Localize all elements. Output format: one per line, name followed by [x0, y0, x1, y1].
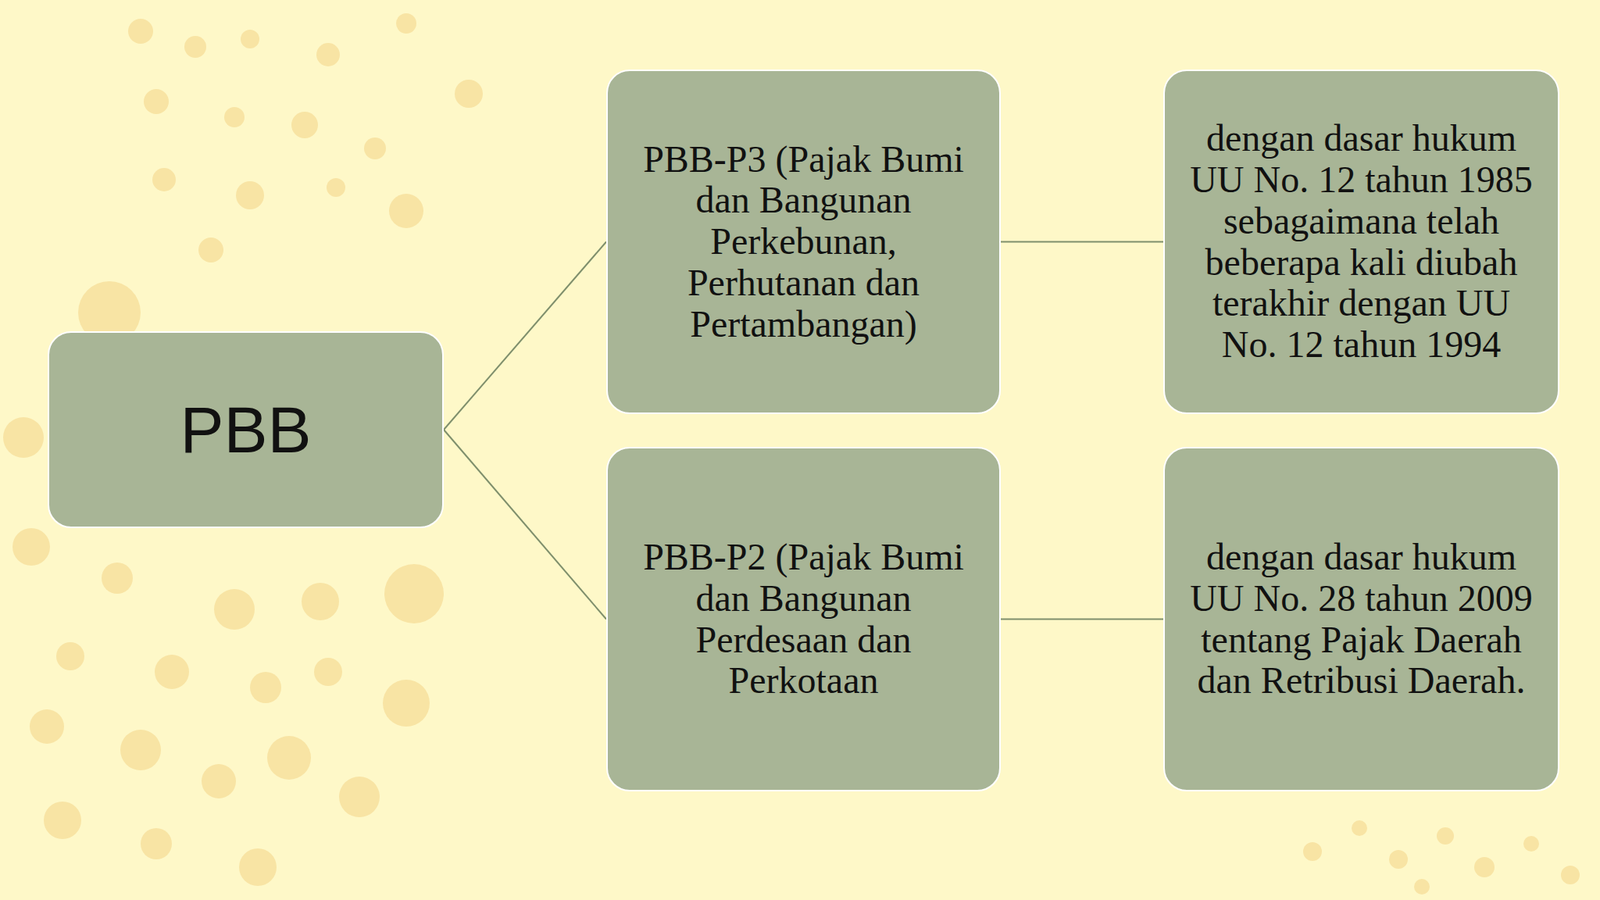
- decor-dot: [1474, 857, 1495, 878]
- decor-dot: [12, 528, 50, 566]
- decor-dot: [140, 828, 172, 860]
- connector-line: [443, 429, 607, 620]
- decor-dot: [198, 237, 224, 263]
- decor-dot: [267, 735, 311, 780]
- decor-dot: [101, 562, 133, 594]
- text-wrap: PBB-P3 (Pajak Bumi dan Bangunan Perkebun…: [625, 139, 983, 346]
- decor-dot: [3, 417, 44, 458]
- box-text: dengan dasar hukum UU No. 12 tahun 1985 …: [1182, 117, 1541, 366]
- decor-dot: [152, 167, 176, 192]
- connector-line: [1000, 618, 1164, 621]
- decor-dot: [314, 657, 343, 686]
- box-text: PBB: [179, 393, 311, 466]
- decor-dot: [239, 848, 277, 886]
- text-wrap: dengan dasar hukum UU No. 28 tahun 2009 …: [1182, 536, 1541, 702]
- law-box: dengan dasar hukum UU No. 28 tahun 2009 …: [1163, 446, 1560, 792]
- decor-dot: [43, 801, 82, 840]
- decor-dot: [339, 776, 380, 818]
- decor-dot: [1523, 835, 1540, 852]
- box-text: dengan dasar hukum UU No. 28 tahun 2009 …: [1182, 536, 1541, 702]
- decor-dot: [235, 181, 265, 210]
- decor-dot: [214, 589, 255, 630]
- decor-dot: [154, 654, 190, 690]
- decor-dot: [291, 111, 318, 139]
- decor-dot: [1389, 850, 1408, 869]
- decor-dot: [326, 178, 346, 197]
- decor-dot: [240, 29, 260, 49]
- text-wrap: PBB-P2 (Pajak Bumi dan Bangunan Perdesaa…: [625, 536, 983, 702]
- decor-dot: [201, 764, 236, 799]
- category-box: PBB-P2 (Pajak Bumi dan Bangunan Perdesaa…: [606, 446, 1001, 792]
- connector-line: [443, 242, 607, 431]
- decor-dot: [301, 582, 340, 621]
- decor-dot: [1351, 820, 1368, 836]
- decor-dot: [250, 671, 282, 704]
- decor-dot: [396, 13, 417, 34]
- decor-dot: [1303, 842, 1322, 861]
- decor-dot: [1436, 827, 1454, 845]
- connector-line: [1000, 241, 1164, 243]
- decor-dot: [1414, 878, 1430, 895]
- decor-dot: [29, 709, 65, 744]
- decor-dot: [389, 193, 424, 229]
- text-wrap: dengan dasar hukum UU No. 12 tahun 1985 …: [1182, 117, 1541, 366]
- box-text: PBB-P2 (Pajak Bumi dan Bangunan Perdesaa…: [625, 536, 983, 702]
- decor-dot: [184, 35, 207, 58]
- decor-dot: [384, 564, 444, 624]
- dot-group: [3, 13, 1580, 895]
- decor-dot: [128, 18, 154, 44]
- text-wrap: PBB: [179, 393, 311, 466]
- decor-dot: [1560, 865, 1580, 885]
- decor-dot: [143, 89, 169, 115]
- decor-dot: [56, 642, 85, 671]
- category-box: PBB-P3 (Pajak Bumi dan Bangunan Perkebun…: [606, 69, 1001, 415]
- box-text: PBB-P3 (Pajak Bumi dan Bangunan Perkebun…: [625, 139, 983, 346]
- decor-dot: [120, 729, 161, 771]
- decor-dot: [316, 42, 340, 67]
- root-box: PBB: [47, 331, 444, 529]
- decor-dot: [454, 79, 483, 108]
- decor-dot: [224, 107, 245, 128]
- decor-dot: [364, 137, 386, 160]
- law-box: dengan dasar hukum UU No. 12 tahun 1985 …: [1163, 69, 1560, 415]
- decor-dot: [382, 679, 430, 727]
